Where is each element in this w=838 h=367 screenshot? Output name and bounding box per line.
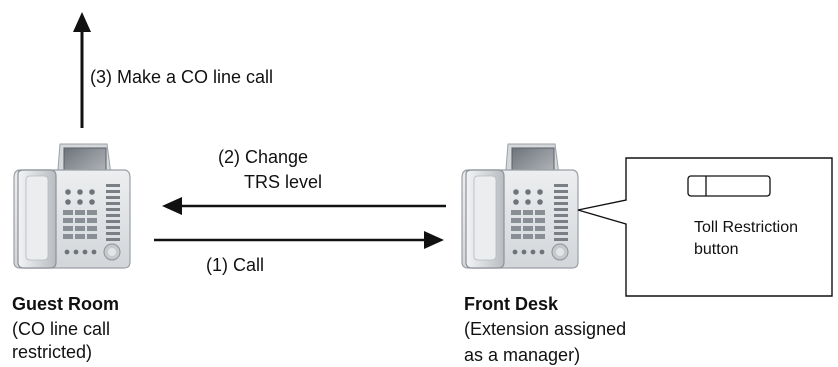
front-desk-title: Front Desk <box>464 294 559 314</box>
guest-room-subtitle-2: restricted) <box>12 342 93 362</box>
arrow-call <box>154 231 444 249</box>
arrow-up-co-line <box>73 12 91 128</box>
guest-room-phone-icon <box>13 143 131 269</box>
front-desk-subtitle-2: as a manager) <box>464 345 581 365</box>
front-desk-subtitle-1: (Extension assigned <box>464 319 627 339</box>
front-desk-phone-icon <box>461 143 579 269</box>
arrow-change-trs <box>162 197 446 215</box>
callout-label-line1: Toll Restriction <box>694 219 799 236</box>
step3-label: (3) Make a CO line call <box>90 67 274 87</box>
toll-restriction-button-icon <box>687 175 771 197</box>
step2-label-line1: (2) Change <box>218 147 309 167</box>
callout-label-line2: button <box>694 241 739 258</box>
guest-room-title: Guest Room <box>12 294 120 314</box>
step1-label: (1) Call <box>206 255 265 275</box>
step2-label-line2: TRS level <box>244 172 323 192</box>
guest-room-subtitle-1: (CO line call <box>12 319 111 339</box>
